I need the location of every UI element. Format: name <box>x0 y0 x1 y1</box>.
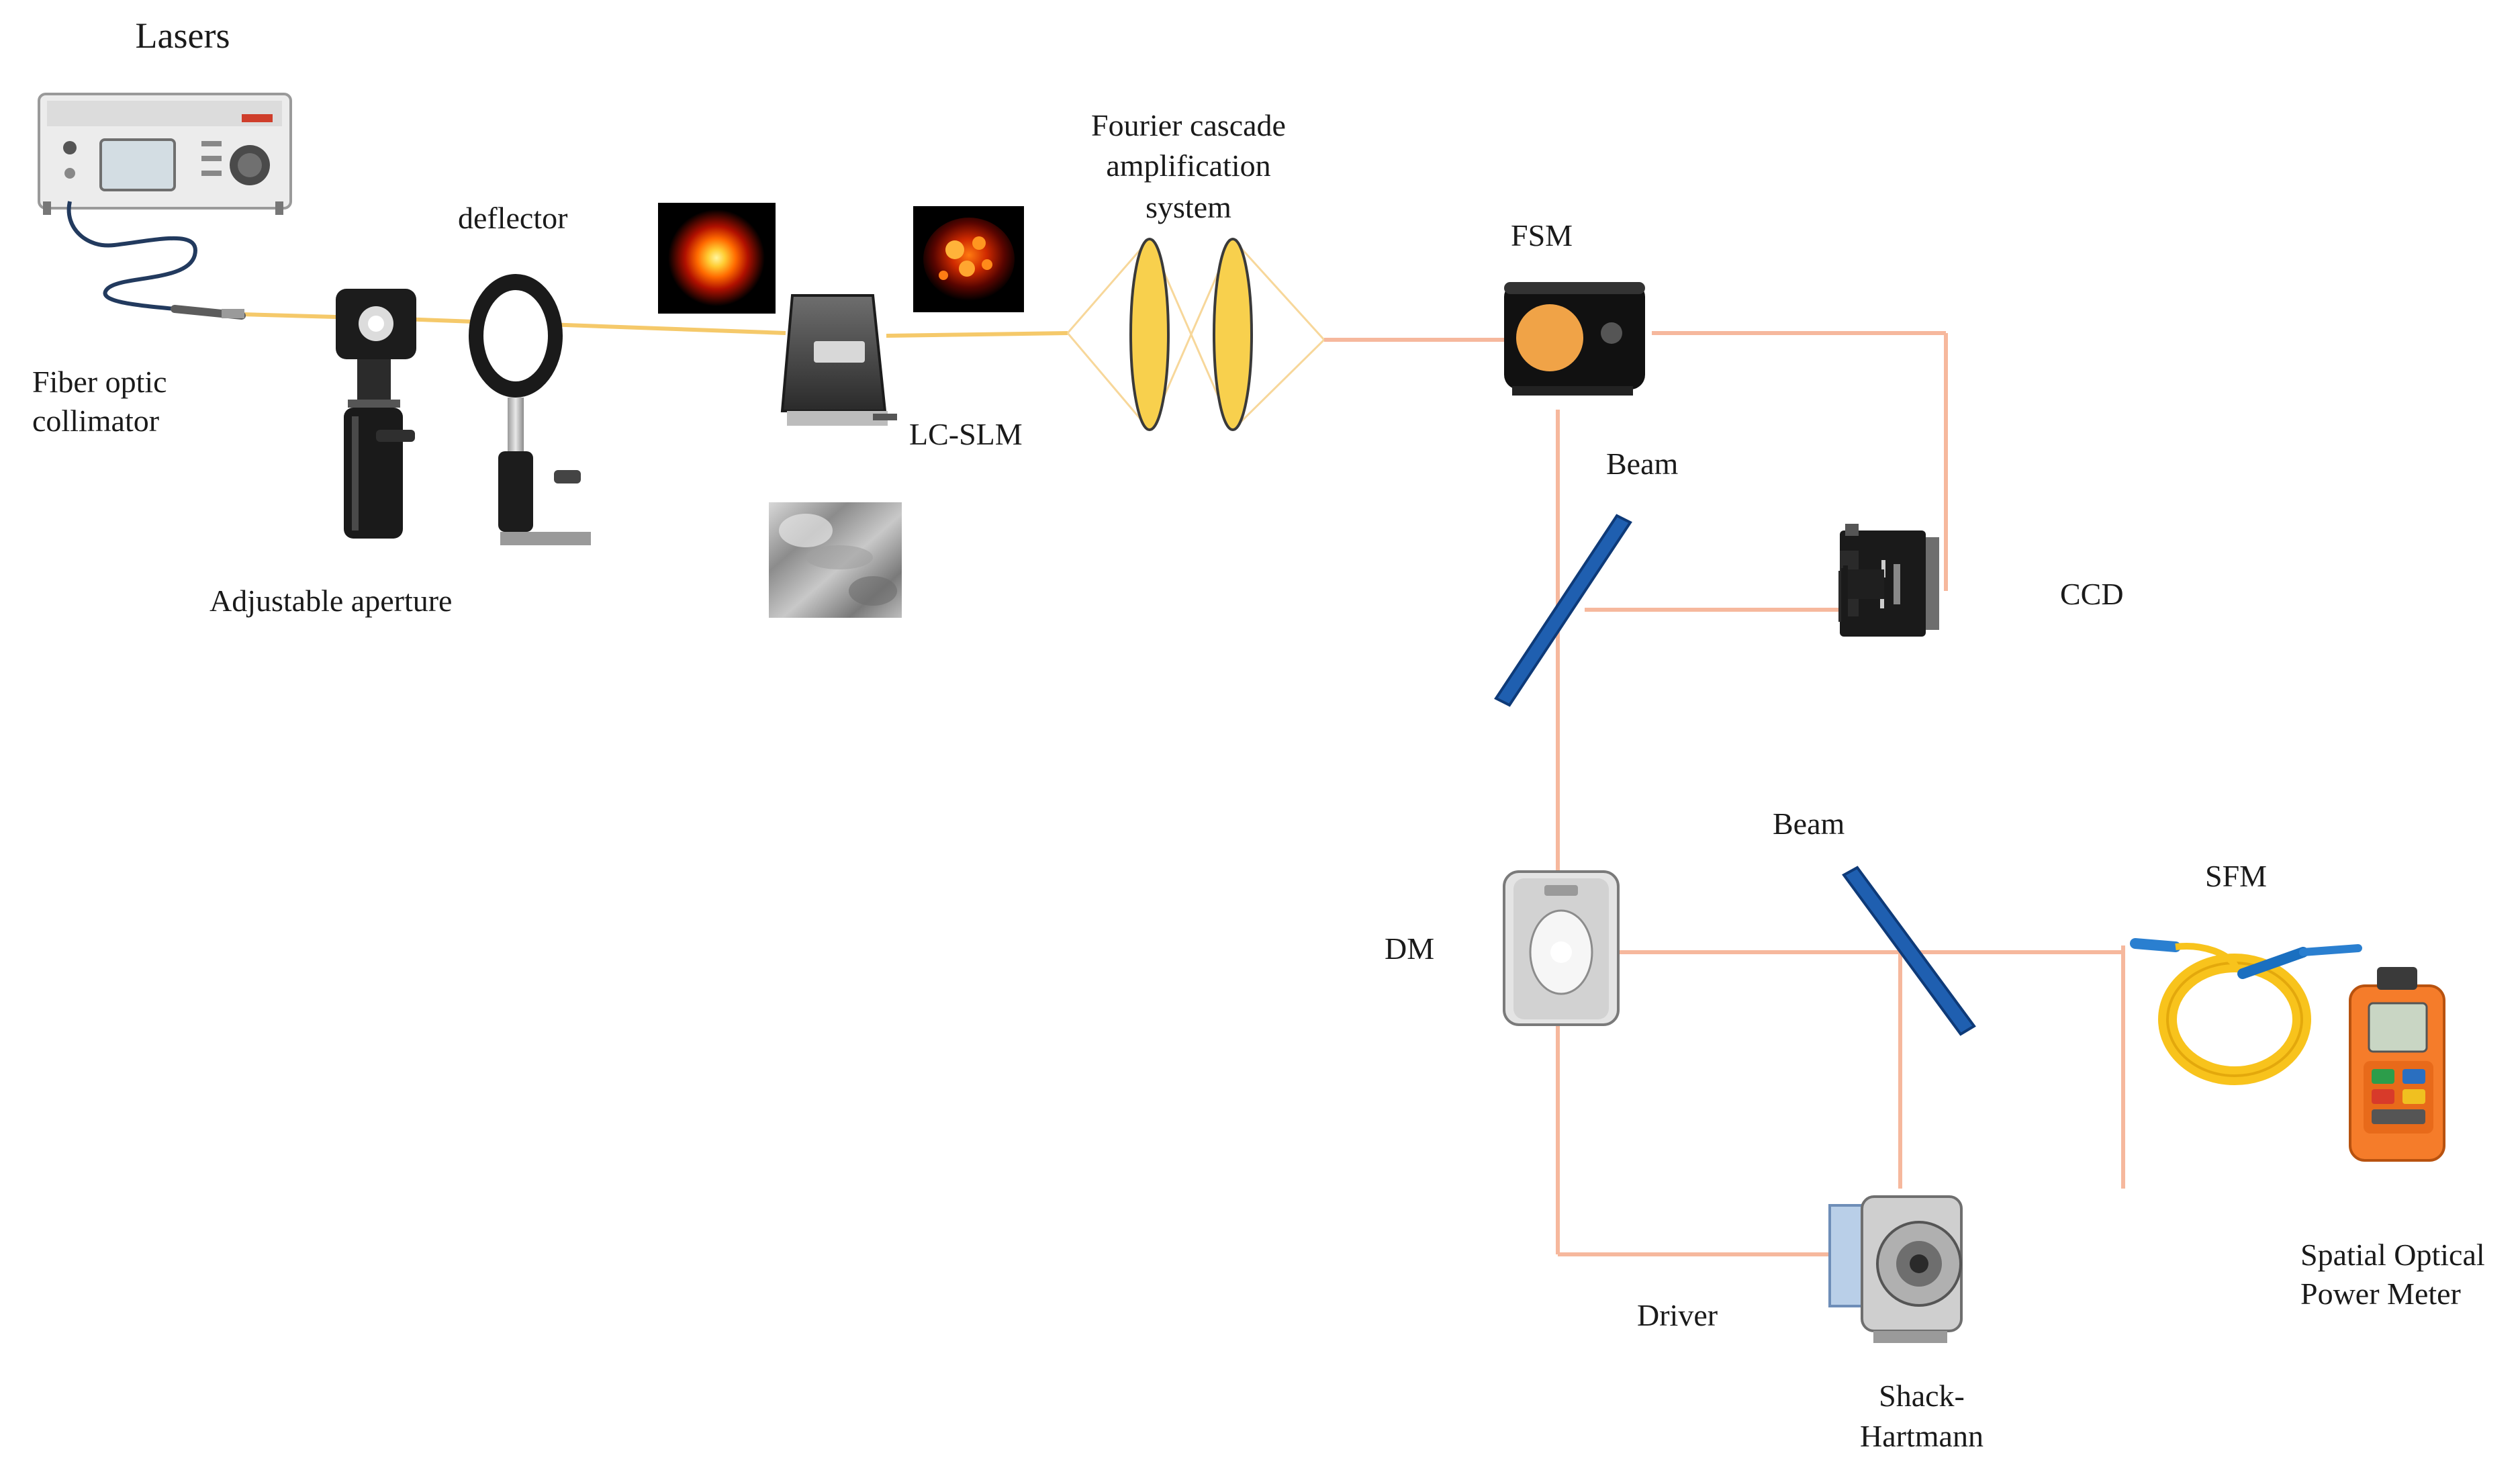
laser-source-icon <box>38 93 292 215</box>
beam-splitter-icon <box>1494 514 1632 707</box>
label-driver: Driver <box>1637 1298 1718 1332</box>
orange-beam-network <box>1324 331 2125 1256</box>
label-adjustable-aperture: Adjustable aperture <box>209 584 453 618</box>
label-fourier-line2: amplification <box>1106 148 1271 183</box>
label-beam-upper: Beam <box>1606 447 1679 481</box>
gaussian-spot-image <box>658 203 776 314</box>
beam-segment-slm-to-lens <box>886 331 1068 338</box>
fourier-beam-cone <box>1066 238 1325 431</box>
label-ccd: CCD <box>2060 577 2124 611</box>
label-fiber-collimator-line2: collimator <box>32 404 160 438</box>
label-power-meter-line1: Spatial Optical <box>2300 1238 2485 1272</box>
label-shack-line1: Shack- <box>1879 1379 1965 1413</box>
deflector-mount-icon <box>469 274 591 545</box>
beam-splitter-icon <box>1842 866 1976 1036</box>
label-dm: DM <box>1385 931 1435 966</box>
label-beam-lower: Beam <box>1773 806 1845 841</box>
label-fourier-line1: Fourier cascade <box>1091 108 1286 142</box>
label-deflector: deflector <box>458 201 568 235</box>
beam-segment-fiber-to-aperture <box>241 312 336 319</box>
power-meter-icon <box>2349 967 2445 1162</box>
speckle-spot-image <box>913 206 1024 312</box>
label-fourier-line3: system <box>1146 190 1231 224</box>
shack-hartmann-sensor-icon <box>1828 1195 1963 1343</box>
label-fiber-collimator-line1: Fiber optic <box>32 365 167 399</box>
lc-slm-device-icon <box>780 294 897 426</box>
label-power-meter-line2: Power Meter <box>2300 1277 2461 1311</box>
lens-icon <box>1129 238 1170 431</box>
label-lasers: Lasers <box>135 15 230 56</box>
fiber-coil-icon <box>2130 938 2362 1085</box>
fsm-device-icon <box>1504 282 1645 396</box>
beam-segment-aperture-to-slm <box>382 316 786 335</box>
deformable-mirror-icon <box>1503 870 1620 1026</box>
ccd-camera-icon <box>1840 524 1939 637</box>
label-shack-line2: Hartmann <box>1860 1419 1984 1453</box>
label-sfm: SFM <box>2205 859 2268 893</box>
adjustable-aperture-icon <box>336 289 416 539</box>
label-fsm: FSM <box>1511 218 1573 252</box>
phase-pattern-image <box>769 502 902 618</box>
label-lc-slm: LC-SLM <box>909 417 1023 451</box>
fiber-collimator-icon <box>66 201 246 320</box>
lens-icon <box>1213 238 1253 431</box>
